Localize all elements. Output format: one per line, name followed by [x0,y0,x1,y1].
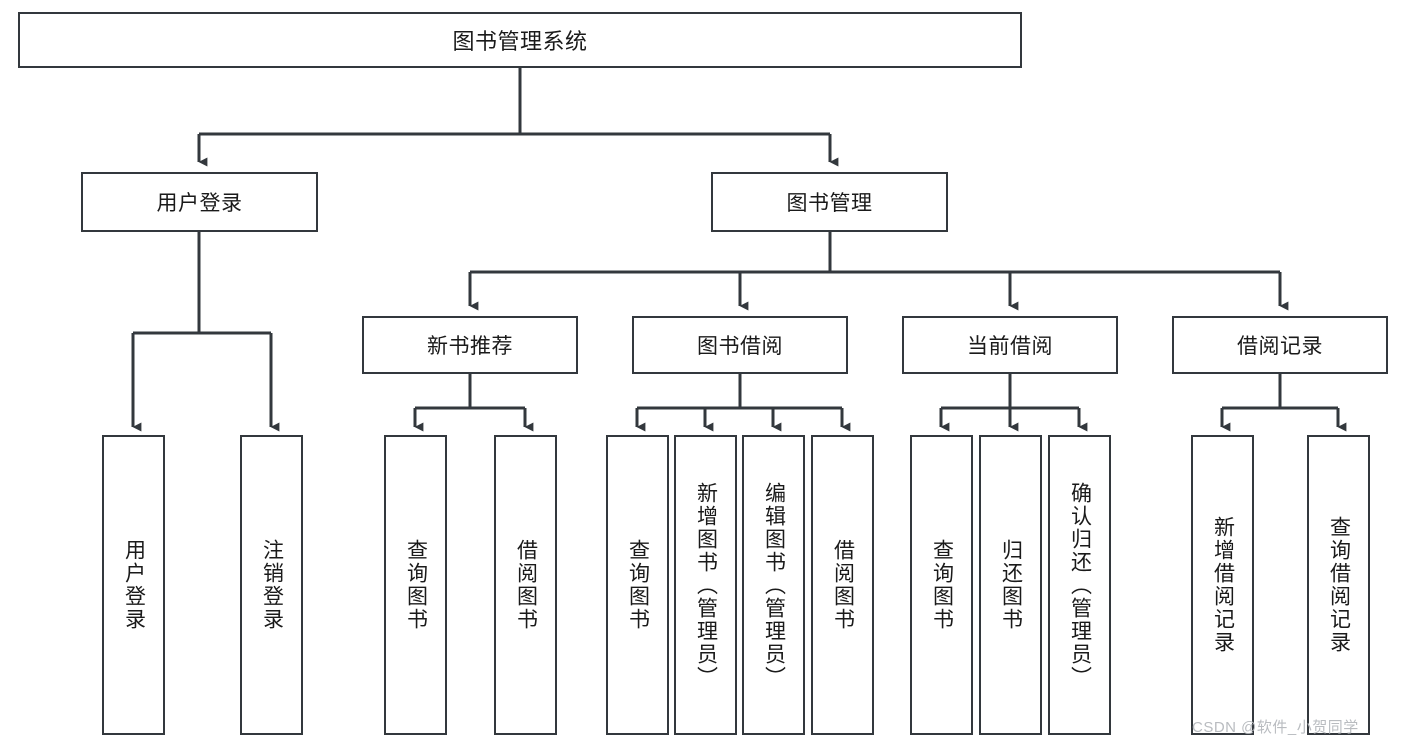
leaf-edit-book-admin[interactable]: 编辑图书（管理员） [742,435,805,735]
leaf-confirm-return-admin[interactable]: 确认归还（管理员） [1048,435,1111,735]
node-label-new-book-recommendation: 新书推荐 [427,335,513,358]
leaf-label-query-books-current: 查询图书 [930,539,954,631]
leaf-borrow-books-new[interactable]: 借阅图书 [494,435,557,735]
node-label-book-borrowing: 图书借阅 [697,335,783,358]
leaf-label-edit-book-admin: 编辑图书（管理员） [762,481,786,689]
leaf-query-books-current[interactable]: 查询图书 [910,435,973,735]
node-new-book-recommendation[interactable]: 新书推荐 [362,316,578,374]
leaf-label-add-borrow-record: 新增借阅记录 [1211,516,1235,654]
node-book-borrowing[interactable]: 图书借阅 [632,316,848,374]
node-label-user-login: 用户登录 [156,192,243,215]
leaf-label-query-books-borrow: 查询图书 [626,539,650,631]
leaf-label-logout: 注销登录 [260,539,284,631]
leaf-return-books[interactable]: 归还图书 [979,435,1042,735]
leaf-label-query-borrow-record: 查询借阅记录 [1327,516,1351,654]
node-user-login[interactable]: 用户登录 [81,172,318,232]
leaf-label-borrow-books-borrow: 借阅图书 [831,539,855,631]
node-borrowing-records[interactable]: 借阅记录 [1172,316,1388,374]
node-label-book-management: 图书管理 [786,192,873,215]
leaf-label-return-books: 归还图书 [999,539,1023,631]
csdn-watermark: CSDN @软件_小贺同学 [1192,719,1359,736]
leaf-label-query-books-new: 查询图书 [404,539,428,631]
node-label-borrowing-records: 借阅记录 [1237,335,1323,358]
leaf-label-user-login: 用户登录 [122,539,146,631]
leaf-logout[interactable]: 注销登录 [240,435,303,735]
leaf-query-books-new[interactable]: 查询图书 [384,435,447,735]
node-label-current-borrowing: 当前借阅 [967,335,1053,358]
leaf-label-borrow-books-new: 借阅图书 [514,539,538,631]
leaf-borrow-books-borrow[interactable]: 借阅图书 [811,435,874,735]
leaf-add-book-admin[interactable]: 新增图书（管理员） [674,435,737,735]
leaf-label-confirm-return-admin: 确认归还（管理员） [1068,481,1092,689]
leaf-label-add-book-admin: 新增图书（管理员） [694,481,718,689]
node-book-management-system[interactable]: 图书管理系统 [18,12,1022,68]
node-label-root: 图书管理系统 [452,29,588,54]
leaf-user-login[interactable]: 用户登录 [102,435,165,735]
node-current-borrowing[interactable]: 当前借阅 [902,316,1118,374]
leaf-add-borrow-record[interactable]: 新增借阅记录 [1191,435,1254,735]
leaf-query-borrow-record[interactable]: 查询借阅记录 [1307,435,1370,735]
leaf-query-books-borrow[interactable]: 查询图书 [606,435,669,735]
node-book-management[interactable]: 图书管理 [711,172,948,232]
